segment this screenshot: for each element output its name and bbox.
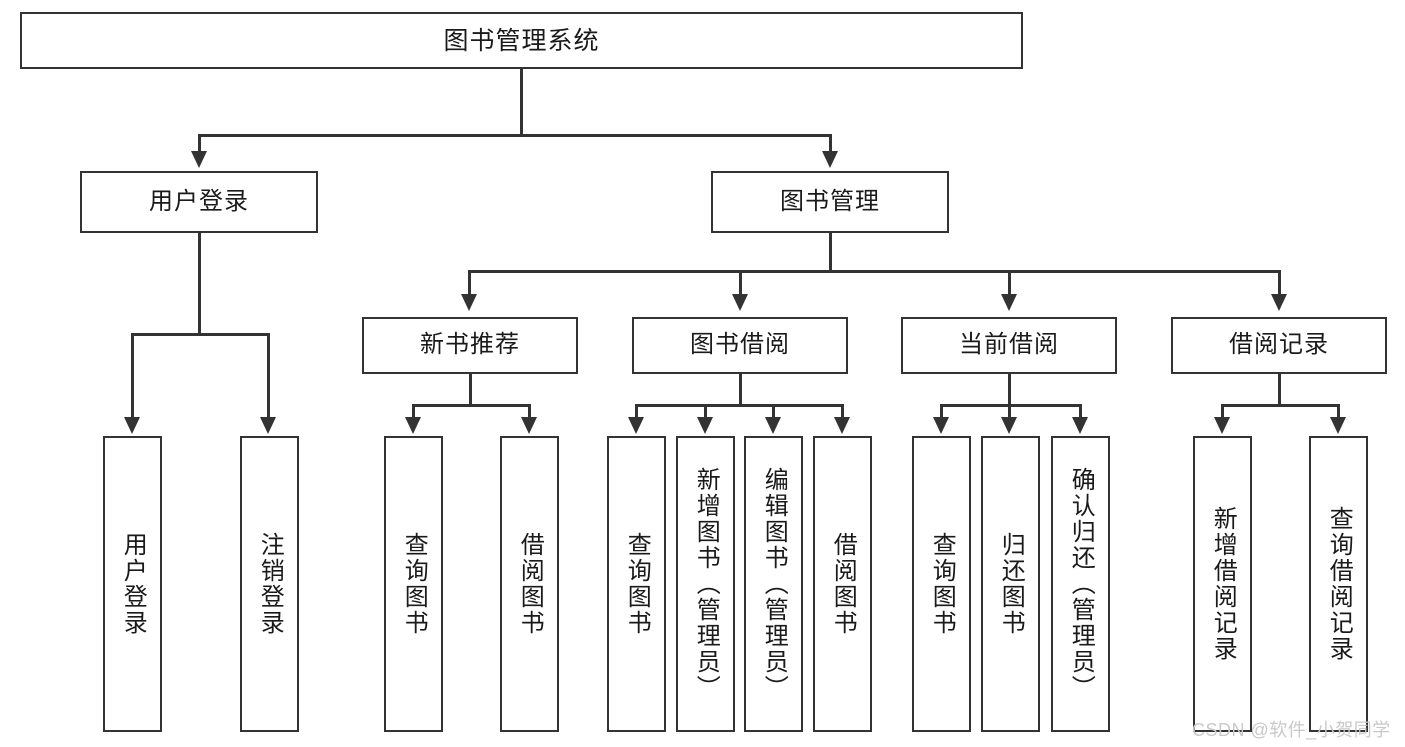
node-borrow-record[interactable]: 借阅记录 [1171,317,1387,374]
leaf-user-login-login[interactable]: 用户登录 [103,436,162,732]
node-user-login[interactable]: 用户登录 [80,171,318,233]
connector-to-book-mgmt [829,134,832,153]
leaf-book-borrow-borrow[interactable]: 借阅图书 [813,436,872,732]
node-label: 借阅图书 [516,532,544,636]
connector-current-borrow-bar [940,404,1081,407]
arrow-user-login-child-2 [260,417,276,434]
node-label: 归还图书 [997,532,1025,636]
connector-book-mgmt-stem [829,233,832,272]
connector-book-borrow-child-2 [704,404,707,419]
arrow-borrow-record-child-2 [1330,417,1346,434]
connector-user-login-bar [131,333,269,336]
node-label: 当前借阅 [959,331,1059,359]
node-label: 图书管理系统 [443,26,600,55]
node-book-management[interactable]: 图书管理 [711,171,949,233]
connector-book-borrow-stem [739,374,742,406]
connector-new-book-bar [412,404,530,407]
node-label: 借阅图书 [829,532,857,636]
connector-borrow-record-stem [1278,374,1281,406]
leaf-user-login-logout[interactable]: 注销登录 [240,436,299,732]
node-label: 查询图书 [928,532,956,636]
arrow-book-borrow-child-2 [697,417,713,434]
leaf-book-borrow-edit[interactable]: 编辑图书（管理员） [744,436,803,732]
arrow-to-user-login [191,151,207,168]
arrow-new-book-child-1 [405,417,421,434]
node-label: 借阅记录 [1229,331,1329,359]
node-label: 新书推荐 [420,331,520,359]
connector-root-stem [520,69,523,136]
connector-root-bar [198,134,832,137]
node-root-system[interactable]: 图书管理系统 [20,12,1023,69]
connector-to-borrow-record [1278,270,1281,296]
node-label: 编辑图书（管理员） [760,467,788,701]
connector-user-login-child-1 [131,333,134,419]
node-label: 确认归还（管理员） [1067,467,1095,701]
arrow-borrow-record-child-1 [1214,417,1230,434]
node-book-borrow[interactable]: 图书借阅 [632,317,848,374]
node-label: 新增图书（管理员） [692,467,720,701]
arrow-current-borrow-child-1 [933,417,949,434]
node-label: 新增借阅记录 [1209,506,1237,662]
leaf-current-borrow-confirm[interactable]: 确认归还（管理员） [1051,436,1110,732]
node-label: 用户登录 [149,187,249,215]
connector-book-borrow-bar [635,404,843,407]
connector-book-borrow-child-1 [635,404,638,419]
connector-to-user-login [198,134,201,153]
node-new-book-recommend[interactable]: 新书推荐 [362,317,578,374]
connector-to-current-borrow [1008,270,1011,296]
connector-book-borrow-child-3 [772,404,775,419]
connector-user-login-stem [198,233,201,335]
connector-user-login-child-2 [267,333,270,419]
node-label: 查询图书 [623,532,651,636]
connector-current-borrow-stem [1008,374,1011,406]
connector-current-borrow-child-1 [940,404,943,419]
leaf-new-book-query[interactable]: 查询图书 [384,436,443,732]
arrow-to-book-mgmt [822,151,838,168]
connector-new-book-child-1 [412,404,415,419]
connector-borrow-record-child-2 [1337,404,1340,419]
node-current-borrow[interactable]: 当前借阅 [901,317,1117,374]
arrow-book-borrow-child-3 [765,417,781,434]
connector-to-book-borrow [739,270,742,296]
connector-book-mgmt-bar [468,270,1280,273]
arrow-current-borrow-child-3 [1072,417,1088,434]
node-label: 用户登录 [119,532,147,636]
leaf-borrow-record-query[interactable]: 查询借阅记录 [1309,436,1368,732]
leaf-current-borrow-return[interactable]: 归还图书 [981,436,1040,732]
connector-new-book-stem [469,374,472,406]
arrow-user-login-child-1 [124,417,140,434]
connector-to-new-book [468,270,471,296]
leaf-new-book-borrow[interactable]: 借阅图书 [500,436,559,732]
arrow-book-borrow-child-4 [834,417,850,434]
leaf-book-borrow-query[interactable]: 查询图书 [607,436,666,732]
node-label: 图书借阅 [690,331,790,359]
connector-new-book-child-2 [528,404,531,419]
csdn-watermark: CSDN @软件_小贺同学 [1192,720,1391,740]
leaf-borrow-record-add[interactable]: 新增借阅记录 [1193,436,1252,732]
node-label: 查询借阅记录 [1325,506,1353,662]
arrow-current-borrow-child-2 [1001,417,1017,434]
connector-current-borrow-child-3 [1079,404,1082,419]
node-label: 注销登录 [256,532,284,636]
leaf-current-borrow-query[interactable]: 查询图书 [912,436,971,732]
connector-current-borrow-child-2 [1008,404,1011,419]
connector-borrow-record-bar [1221,404,1339,407]
connector-book-borrow-child-4 [841,404,844,419]
arrow-to-current-borrow [1001,294,1017,311]
arrow-new-book-child-2 [521,417,537,434]
arrow-to-new-book [461,294,477,311]
node-label: 查询图书 [400,532,428,636]
arrow-to-borrow-record [1271,294,1287,311]
arrow-book-borrow-child-1 [628,417,644,434]
node-label: 图书管理 [780,187,880,215]
arrow-to-book-borrow [732,294,748,311]
leaf-book-borrow-add[interactable]: 新增图书（管理员） [676,436,735,732]
connector-borrow-record-child-1 [1221,404,1224,419]
